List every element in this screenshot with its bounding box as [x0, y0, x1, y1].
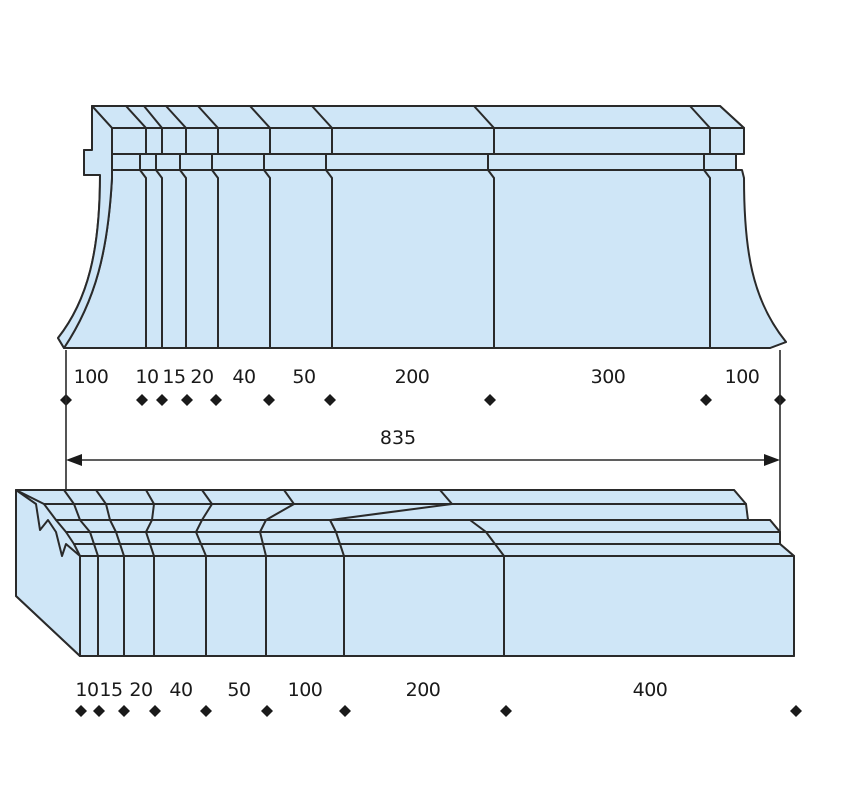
lower-tool-end-profile [15, 489, 81, 657]
total-dimension-arrows [66, 454, 780, 466]
upper-tool-front-body [63, 169, 787, 349]
lower-label-4: 40 [169, 679, 193, 701]
upper-label-9: 100 [724, 366, 760, 388]
lower-dimension-markers [75, 705, 802, 717]
upper-segment-dividers [125, 105, 711, 348]
lower-die-tool [15, 489, 795, 657]
upper-label-8: 300 [590, 366, 626, 388]
upper-label-3: 15 [162, 366, 186, 388]
upper-label-1: 100 [73, 366, 109, 388]
lower-label-3: 20 [129, 679, 153, 701]
lower-label-8: 400 [632, 679, 668, 701]
lower-label-6: 100 [287, 679, 323, 701]
upper-label-7: 200 [394, 366, 430, 388]
total-length-label: 835 [379, 427, 417, 449]
upper-label-6: 50 [292, 366, 316, 388]
upper-punch-tool [57, 105, 787, 349]
lower-label-5: 50 [227, 679, 251, 701]
lower-label-7: 200 [405, 679, 441, 701]
upper-dimension-markers [60, 394, 786, 406]
lower-segment-dividers [63, 489, 505, 656]
upper-label-5: 40 [232, 366, 256, 388]
upper-label-4: 20 [190, 366, 214, 388]
lower-tool-front [79, 555, 795, 657]
upper-tool-top-band [91, 105, 745, 129]
upper-tool-left-profile [57, 105, 113, 349]
lower-label-2: 15 [99, 679, 123, 701]
lower-label-1: 10 [75, 679, 99, 701]
upper-label-2: 10 [135, 366, 159, 388]
upper-tool-front-top [111, 127, 745, 155]
